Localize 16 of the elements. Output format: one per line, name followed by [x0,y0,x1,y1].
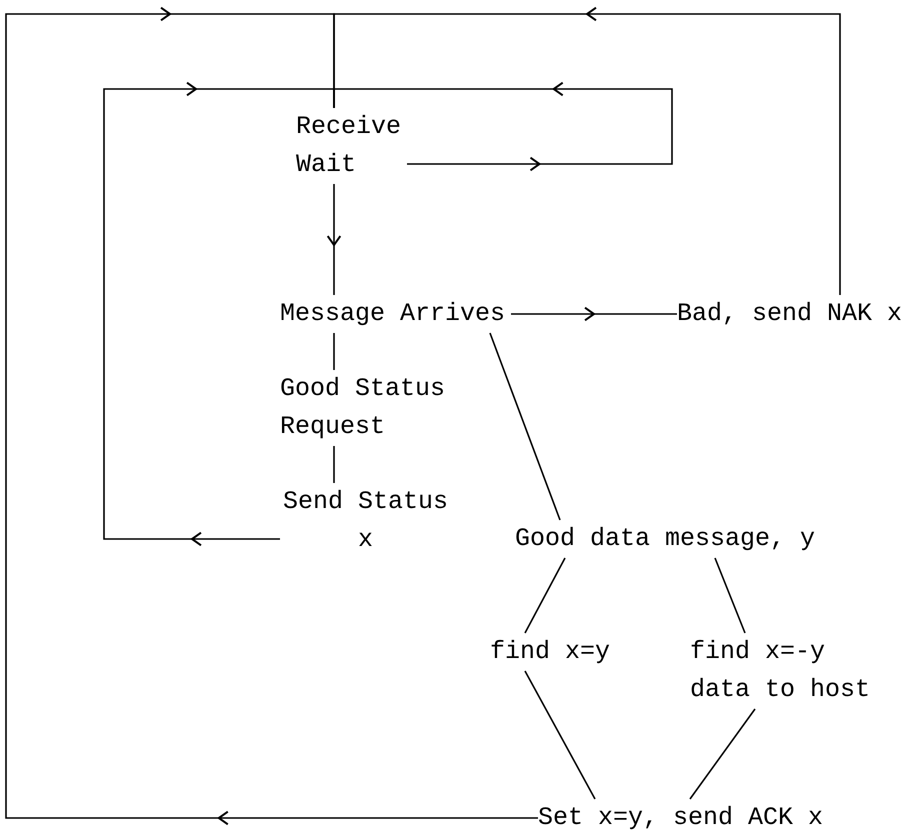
connector-line [714,558,746,634]
state-label: find x=-y data to host [690,633,876,709]
connector-line [689,708,756,800]
connector-line [333,446,335,483]
connector-line [489,332,561,520]
connector-line [333,333,335,370]
connector-line [524,670,596,800]
state-label: Receive Wait [296,108,407,184]
state-label: Set x=y, send ACK x [538,799,829,833]
state-label: Good data message, y [515,520,821,558]
state-label: Send Status x [280,483,451,559]
connector-line [524,558,566,634]
state-label: Bad, send NAK x [677,295,908,333]
state-label: Message Arrives [280,295,511,333]
state-label: find x=y [490,633,616,671]
state-label: Good Status Request [280,370,451,446]
